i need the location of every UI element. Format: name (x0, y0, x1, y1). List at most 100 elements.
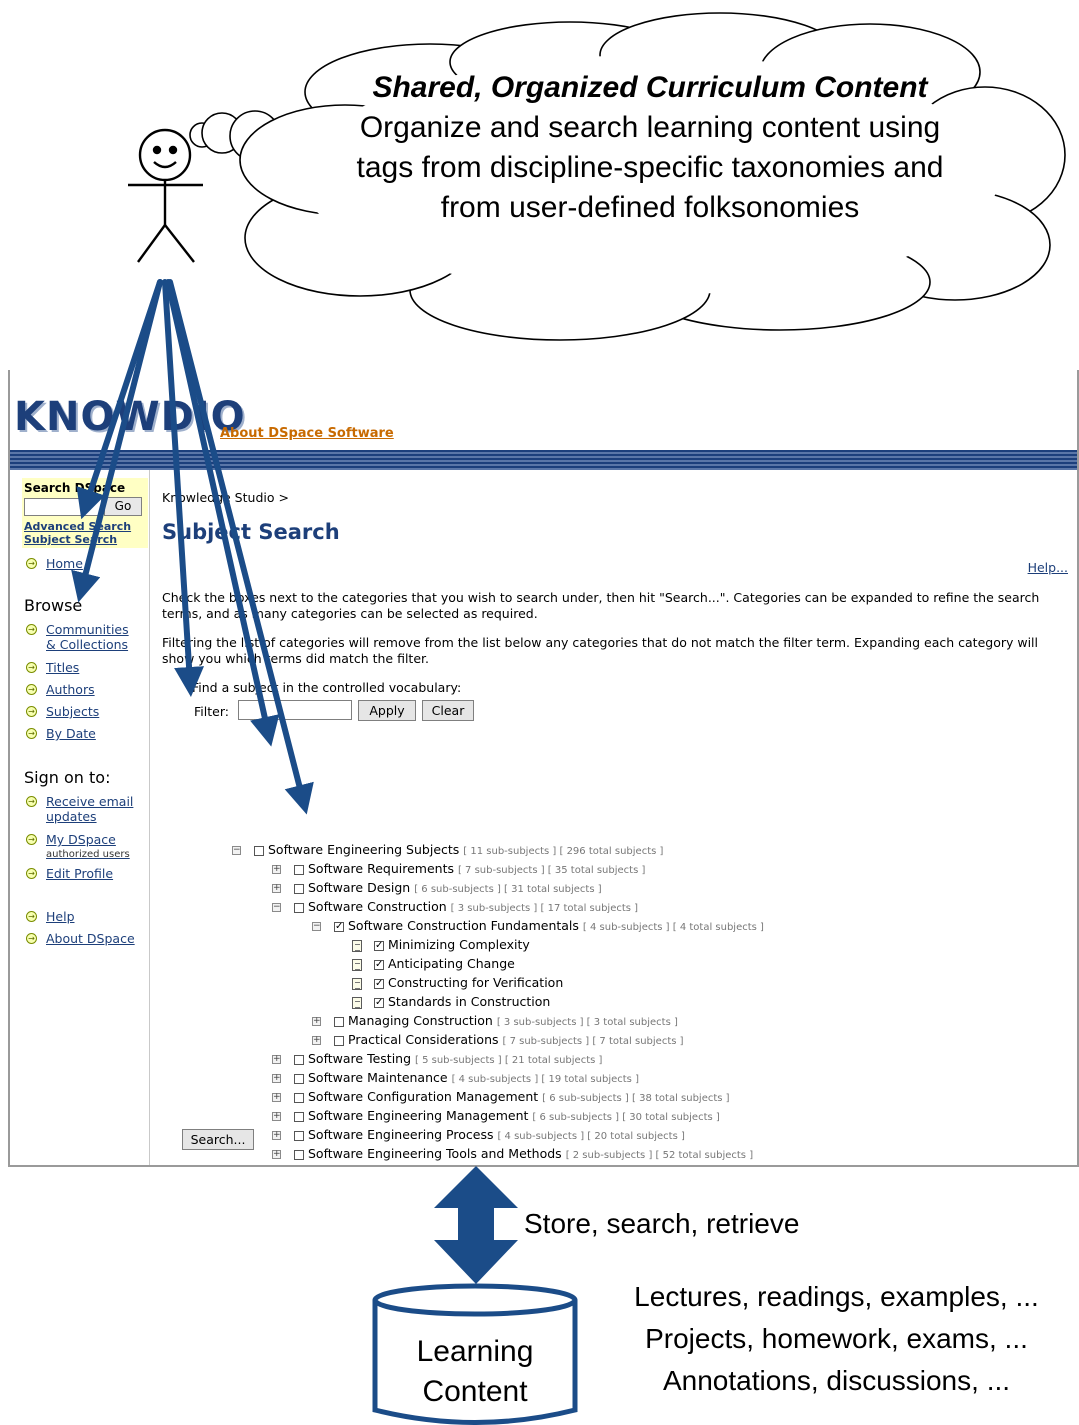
sidebar-item-about-dspace[interactable]: →About DSpace (26, 931, 135, 946)
subject-checkbox[interactable] (294, 1073, 304, 1084)
subject-label: Software Testing (308, 1051, 412, 1066)
subject-count: [ 7 sub-subjects ] [ 35 total subjects ] (457, 865, 646, 876)
authorized-users-note: authorized users (46, 849, 130, 860)
expand-toggle-icon[interactable]: + (312, 1016, 321, 1026)
subject-label: Software Engineering Tools and Methods (308, 1146, 562, 1161)
collapse-toggle-icon[interactable]: − (312, 921, 321, 931)
subject-checkbox[interactable] (294, 1054, 304, 1065)
tree-row: +Software Maintenance [ 4 sub-subjects ]… (272, 1068, 639, 1087)
arrow-bullet-icon: → (26, 706, 37, 717)
tree-row: +Managing Construction [ 3 sub-subjects … (312, 1011, 678, 1030)
search-dspace-box: Search DSpace Go Advanced Search Subject… (22, 478, 148, 548)
search-button[interactable]: Search... (182, 1129, 254, 1150)
arrow-bullet-icon: → (26, 868, 37, 879)
subject-label: Managing Construction (348, 1013, 493, 1028)
document-icon (352, 996, 362, 1009)
tree-row: ✓Minimizing Complexity (352, 935, 530, 954)
subject-search-link[interactable]: Subject Search (24, 533, 118, 546)
content-line: Lectures, readings, examples, ... (634, 1281, 1039, 1312)
expand-toggle-icon[interactable]: + (272, 1054, 281, 1064)
subject-label: Software Maintenance (308, 1070, 448, 1085)
document-icon (352, 939, 362, 952)
breadcrumb: Knowledge Studio > (162, 490, 289, 505)
sidebar-item-receive-email[interactable]: →Receive email updates (26, 794, 138, 824)
document-icon (352, 977, 362, 990)
arrow-bullet-icon: → (26, 911, 37, 922)
subject-checkbox[interactable]: ✓ (374, 977, 384, 989)
expand-toggle-icon[interactable]: + (272, 1092, 281, 1102)
sidebar-item-home[interactable]: →Home (26, 556, 83, 571)
subject-checkbox[interactable] (294, 1149, 304, 1160)
expand-toggle-icon[interactable]: + (272, 1073, 281, 1083)
content-line: Projects, homework, exams, ... (645, 1323, 1028, 1354)
go-button[interactable]: Go (104, 497, 142, 516)
tree-row: +Software Testing [ 5 sub-subjects ] [ 2… (272, 1049, 602, 1068)
sidebar-item-edit-profile[interactable]: →Edit Profile (26, 866, 113, 881)
instructions-paragraph-1: Check the boxes next to the categories t… (162, 590, 1040, 621)
subject-checkbox[interactable] (294, 902, 304, 913)
clear-button[interactable]: Clear (422, 700, 474, 721)
content-types-list: Lectures, readings, examples, ... Projec… (594, 1276, 1079, 1402)
sidebar-item-by-date[interactable]: →By Date (26, 726, 96, 741)
arrow-bullet-icon: → (26, 728, 37, 739)
instructions-paragraph-2: Filtering the list of categories will re… (162, 635, 1038, 666)
arrow-bullet-icon: → (26, 796, 37, 807)
learning-content-cylinder (372, 1283, 578, 1425)
subject-checkbox[interactable] (294, 1092, 304, 1103)
filter-input[interactable] (238, 700, 352, 720)
subject-label: Software Requirements (308, 861, 454, 876)
apply-button[interactable]: Apply (358, 700, 416, 721)
subject-checkbox[interactable] (294, 1130, 304, 1141)
browse-heading: Browse (24, 596, 83, 615)
sidebar-item-titles[interactable]: →Titles (26, 660, 79, 675)
expand-toggle-icon[interactable]: + (312, 1035, 321, 1045)
arrow-bullet-icon: → (26, 662, 37, 673)
subject-label: Practical Considerations (348, 1032, 499, 1047)
subject-checkbox[interactable]: ✓ (374, 958, 384, 970)
collapse-toggle-icon[interactable]: − (232, 845, 241, 855)
page-title: Subject Search (162, 520, 340, 544)
subject-checkbox[interactable]: ✓ (374, 939, 384, 951)
tree-row: +Software Design [ 6 sub-subjects ] [ 31… (272, 878, 602, 897)
learning-content-label: Learning Content (416, 1335, 534, 1408)
subject-label: Software Construction Fundamentals (348, 918, 579, 933)
content-line: Annotations, discussions, ... (662, 1365, 1011, 1396)
tree-row: ✓Standards in Construction (352, 992, 550, 1011)
expand-toggle-icon[interactable]: + (272, 1149, 281, 1159)
advanced-search-link[interactable]: Advanced Search (24, 520, 132, 533)
subject-checkbox[interactable]: ✓ (334, 920, 344, 932)
subject-count: [ 2 sub-subjects ] [ 52 total subjects ] (565, 1150, 754, 1161)
subject-checkbox[interactable] (334, 1035, 344, 1046)
collapse-toggle-icon[interactable]: − (272, 902, 281, 912)
sidebar-item-subjects[interactable]: →Subjects (26, 704, 99, 719)
search-input[interactable] (24, 498, 102, 516)
help-link[interactable]: Help... (1027, 560, 1068, 575)
tree-row: +Practical Considerations [ 7 sub-subjec… (312, 1030, 684, 1049)
arrow-bullet-icon: → (26, 624, 37, 635)
sidebar-item-authors[interactable]: →Authors (26, 682, 95, 697)
subject-count: [ 6 sub-subjects ] [ 31 total subjects ] (414, 884, 602, 895)
expand-toggle-icon[interactable]: + (272, 1111, 281, 1121)
subject-checkbox[interactable] (294, 883, 304, 894)
knowdio-logo[interactable]: KNOWDIO (14, 394, 246, 440)
store-search-retrieve-label: Store, search, retrieve (524, 1208, 800, 1239)
subject-label: Constructing for Verification (388, 975, 564, 990)
tree-row: ✓ Anticipating Change (352, 954, 515, 973)
subject-checkbox[interactable]: ✓ (374, 996, 384, 1008)
sidebar-item-communities[interactable]: →Communities & Collections (26, 622, 138, 652)
subject-checkbox[interactable] (334, 1016, 344, 1027)
about-dspace-software-link[interactable]: About DSpace Software (220, 426, 394, 441)
subject-checkbox[interactable] (254, 845, 264, 856)
expand-toggle-icon[interactable]: + (272, 883, 281, 893)
subject-count: [ 4 sub-subjects ] [ 4 total subjects ] (582, 922, 764, 933)
subject-checkbox[interactable] (294, 1111, 304, 1122)
sign-on-heading: Sign on to: (24, 768, 111, 787)
sidebar-item-help[interactable]: →Help (26, 909, 75, 924)
tree-row: ✓ Constructing for Verification (352, 973, 563, 992)
subject-label: Anticipating Change (388, 956, 515, 971)
subject-checkbox[interactable] (294, 864, 304, 875)
expand-toggle-icon[interactable]: + (272, 864, 281, 874)
expand-toggle-icon[interactable]: + (272, 1130, 281, 1140)
document-icon (352, 958, 362, 971)
